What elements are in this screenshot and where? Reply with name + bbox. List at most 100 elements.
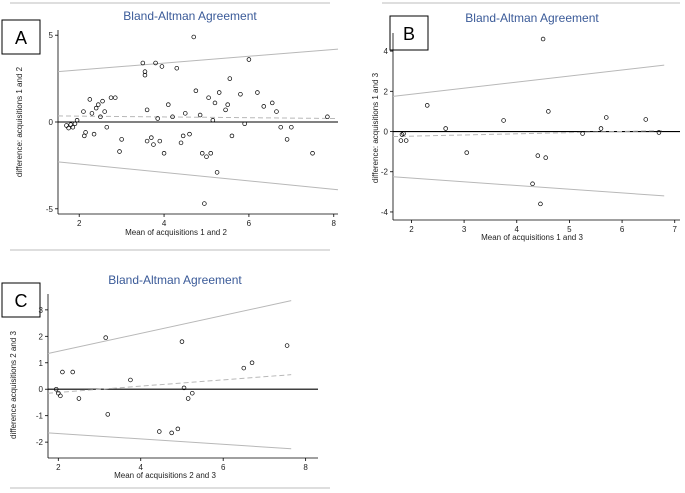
data-point bbox=[229, 133, 235, 139]
data-point bbox=[208, 150, 213, 156]
data-point bbox=[144, 138, 150, 144]
y-tick-label: 5 bbox=[49, 31, 54, 40]
x-tick-label: 4 bbox=[139, 463, 144, 472]
data-point bbox=[191, 34, 197, 40]
y-tick-label: 0 bbox=[49, 118, 54, 127]
data-point bbox=[206, 95, 211, 100]
data-point bbox=[246, 57, 252, 62]
data-point bbox=[210, 118, 216, 123]
data-point bbox=[151, 142, 156, 147]
data-point bbox=[530, 181, 535, 187]
data-point bbox=[142, 69, 148, 74]
data-point bbox=[128, 377, 133, 383]
panel-label: B bbox=[403, 24, 415, 44]
data-point bbox=[546, 109, 551, 114]
data-point bbox=[212, 100, 218, 106]
x-tick-label: 2 bbox=[409, 225, 414, 234]
data-point bbox=[157, 429, 162, 434]
data-point bbox=[56, 390, 61, 396]
data-point bbox=[175, 426, 181, 432]
data-point bbox=[83, 130, 88, 135]
data-point bbox=[159, 64, 165, 69]
data-point bbox=[242, 121, 247, 126]
data-point bbox=[100, 98, 105, 104]
mean-difference-line bbox=[47, 374, 292, 394]
upper-limit-line bbox=[57, 48, 339, 73]
upper-limit-line bbox=[47, 300, 292, 355]
panel-b: B Bland-Altman Agreement Mean of acquisi… bbox=[371, 11, 680, 242]
x-tick-label: 2 bbox=[56, 463, 61, 472]
data-point bbox=[202, 201, 207, 206]
data-point bbox=[401, 131, 406, 136]
data-point bbox=[443, 126, 448, 131]
y-tick-label: 4 bbox=[384, 47, 389, 56]
data-point bbox=[179, 339, 185, 344]
x-tick-label: 5 bbox=[567, 225, 572, 234]
data-point bbox=[535, 153, 541, 158]
y-axis-label: difference: acquisitions 1 and 2 bbox=[15, 66, 24, 177]
data-point bbox=[255, 90, 260, 95]
data-point bbox=[216, 90, 222, 95]
data-point bbox=[540, 36, 546, 42]
panel-label-box bbox=[1, 282, 41, 318]
data-point bbox=[284, 137, 290, 142]
data-point bbox=[74, 118, 80, 123]
mean-difference-line bbox=[392, 130, 665, 138]
data-point bbox=[64, 123, 69, 128]
data-point bbox=[149, 135, 154, 140]
data-point bbox=[153, 60, 158, 66]
panel-label: A bbox=[15, 28, 27, 48]
data-point bbox=[104, 124, 110, 130]
mean-difference-line bbox=[57, 115, 339, 120]
data-point bbox=[214, 170, 220, 175]
x-tick-label: 4 bbox=[515, 225, 520, 234]
data-point bbox=[278, 124, 283, 130]
data-point bbox=[53, 386, 59, 392]
x-tick-label: 7 bbox=[673, 225, 678, 234]
x-tick-label: 6 bbox=[620, 225, 625, 234]
data-point bbox=[174, 65, 180, 71]
y-tick-label: -4 bbox=[381, 208, 389, 217]
data-point bbox=[424, 103, 430, 108]
data-point bbox=[598, 126, 604, 131]
data-point bbox=[241, 365, 247, 371]
data-point bbox=[68, 122, 73, 127]
data-point bbox=[108, 95, 114, 100]
y-axis-label: difference: acquisitions 1 and 3 bbox=[371, 72, 380, 183]
data-point bbox=[102, 109, 107, 114]
y-tick-label: -5 bbox=[46, 205, 54, 214]
panel-c: C Bland-Altman Agreement Mean of acquisi… bbox=[1, 273, 318, 480]
data-point bbox=[185, 396, 191, 401]
data-point bbox=[225, 102, 230, 107]
data-point bbox=[113, 95, 118, 100]
y-tick-label: 3 bbox=[39, 306, 44, 315]
data-point bbox=[249, 360, 255, 366]
data-point bbox=[274, 109, 279, 114]
panel-a: A Bland-Altman Agreement Mean of acquisi… bbox=[1, 9, 339, 237]
data-point bbox=[166, 102, 171, 107]
data-point bbox=[269, 100, 275, 106]
y-axis-label: difference acquisitions 2 and 3 bbox=[9, 330, 18, 438]
data-point bbox=[289, 124, 294, 130]
y-tick-label: -2 bbox=[36, 438, 44, 447]
data-point bbox=[105, 412, 111, 417]
data-point bbox=[181, 385, 187, 391]
data-point bbox=[193, 88, 199, 94]
data-point bbox=[70, 369, 75, 375]
data-point bbox=[155, 116, 160, 121]
data-point bbox=[604, 115, 609, 120]
upper-limit-line bbox=[392, 64, 665, 97]
data-point bbox=[325, 114, 330, 120]
data-point bbox=[643, 117, 649, 122]
data-point bbox=[223, 107, 228, 113]
data-point bbox=[580, 131, 585, 136]
x-tick-label: 3 bbox=[462, 225, 467, 234]
data-point bbox=[178, 140, 184, 146]
data-point bbox=[199, 150, 205, 156]
data-point bbox=[180, 133, 186, 139]
data-point bbox=[58, 393, 63, 399]
data-point bbox=[204, 154, 209, 159]
data-point bbox=[187, 131, 192, 137]
y-tick-label: 1 bbox=[39, 359, 44, 368]
x-axis-label: Mean of acquisitions 2 and 3 bbox=[114, 471, 216, 480]
